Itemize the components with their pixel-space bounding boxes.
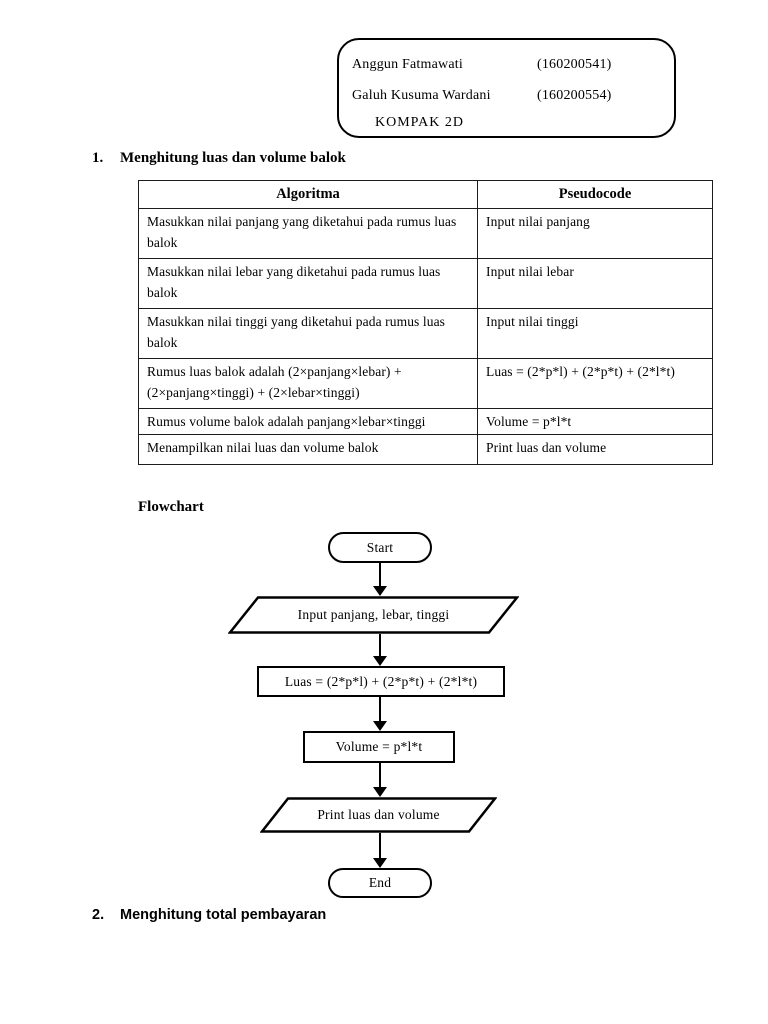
flowchart-arrow: [373, 763, 387, 797]
flowchart-process-luas: Luas = (2*p*l) + (2*p*t) + (2*l*t): [257, 666, 505, 697]
table-header-row: Algoritma Pseudocode: [138, 180, 713, 209]
flowchart-arrow: [373, 634, 387, 666]
table-row: Rumus volume balok adalah panjang×lebar×…: [138, 408, 713, 435]
pseudocode-cell: Volume = p*l*t: [477, 408, 713, 435]
group-name: KOMPAK 2D: [375, 115, 465, 130]
flowchart-terminator-end: End: [328, 868, 432, 898]
arrow-head-icon: [373, 656, 387, 666]
member-id: (160200554): [537, 87, 612, 103]
section-1-heading: 1. Menghitung luas dan volume balok: [92, 150, 346, 167]
section-title: Menghitung luas dan volume balok: [120, 150, 346, 166]
algoritma-cell: Masukkan nilai lebar yang diketahui pada…: [138, 258, 478, 309]
flowchart-io-input: Input panjang, lebar, tinggi: [228, 596, 519, 634]
arrow-head-icon: [373, 721, 387, 731]
pseudocode-cell: Print luas dan volume: [477, 434, 713, 465]
algoritma-cell: Rumus volume balok adalah panjang×lebar×…: [138, 408, 478, 435]
section-title: Menghitung total pembayaran: [120, 907, 327, 923]
flowchart-process-volume: Volume = p*l*t: [303, 731, 455, 763]
arrow-head-icon: [373, 858, 387, 868]
table-row: Masukkan nilai panjang yang diketahui pa…: [138, 208, 713, 259]
arrow-head-icon: [373, 787, 387, 797]
parallelogram-shape: [228, 596, 519, 634]
algoritma-cell: Masukkan nilai panjang yang diketahui pa…: [138, 208, 478, 259]
member-name: Anggun Fatmawati: [352, 56, 463, 72]
pseudocode-cell: Input nilai lebar: [477, 258, 713, 309]
parallelogram-shape: [260, 797, 497, 833]
pseudocode-cell: Input nilai panjang: [477, 208, 713, 259]
algoritma-cell: Menampilkan nilai luas dan volume balok: [138, 434, 478, 465]
table-row: Menampilkan nilai luas dan volume balok …: [138, 434, 713, 465]
section-number: 2.: [92, 907, 105, 923]
flowchart-io-print-label: Print luas dan volume: [317, 807, 440, 822]
member-id: (160200541): [537, 56, 612, 72]
flowchart-io-input-label: Input panjang, lebar, tinggi: [297, 607, 450, 622]
flowchart-io-print: Print luas dan volume: [260, 797, 497, 833]
member-name: Galuh Kusuma Wardani: [352, 87, 491, 103]
table-row: Rumus luas balok adalah (2×panjang×lebar…: [138, 358, 713, 409]
pseudocode-cell: Luas = (2*p*l) + (2*p*t) + (2*l*t): [477, 358, 713, 409]
table-row: Masukkan nilai lebar yang diketahui pada…: [138, 258, 713, 309]
arrow-head-icon: [373, 586, 387, 596]
column-header-algoritma: Algoritma: [138, 180, 478, 209]
column-header-pseudocode: Pseudocode: [477, 180, 713, 209]
section-number: 1.: [92, 150, 104, 166]
flowchart-arrow: [373, 833, 387, 868]
pseudocode-cell: Input nilai tinggi: [477, 308, 713, 359]
student-names-box: Anggun Fatmawati (160200541) Galuh Kusum…: [337, 38, 676, 138]
flowchart-heading: Flowchart: [138, 499, 204, 515]
flowchart-arrow: [373, 697, 387, 731]
table-row: Masukkan nilai tinggi yang diketahui pad…: [138, 308, 713, 359]
algorithm-table: Algoritma Pseudocode Masukkan nilai panj…: [138, 180, 713, 465]
member-row: Anggun Fatmawati (160200541): [352, 49, 674, 80]
member-row: Galuh Kusuma Wardani (160200554): [352, 80, 674, 111]
algoritma-cell: Masukkan nilai tinggi yang diketahui pad…: [138, 308, 478, 359]
algoritma-cell: Rumus luas balok adalah (2×panjang×lebar…: [138, 358, 478, 409]
flowchart-arrow: [373, 563, 387, 596]
flowchart-terminator-start: Start: [328, 532, 432, 563]
section-2-heading: 2. Menghitung total pembayaran: [92, 907, 326, 923]
